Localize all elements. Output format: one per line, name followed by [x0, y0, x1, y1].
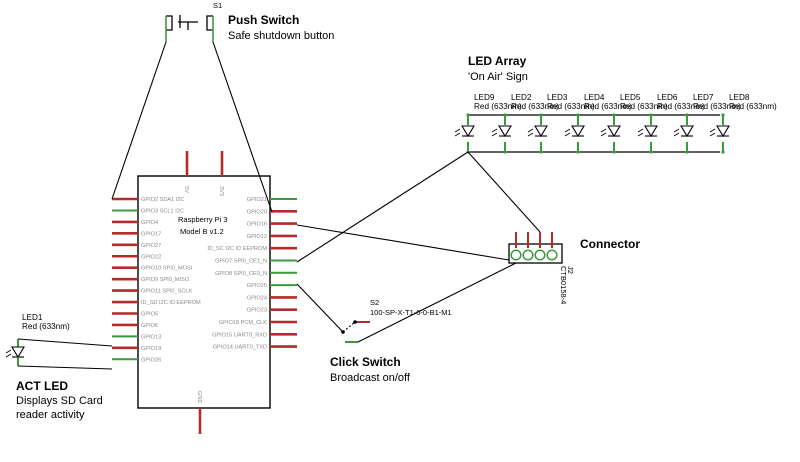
pi-right-pin-label: GPIO14 UART0_TXD: [213, 345, 267, 351]
led-value: Red (633nm): [511, 102, 559, 111]
pi-right-pin-label: GPIO18 PCM_CLK: [219, 320, 267, 326]
wires: [17, 41, 541, 370]
raspberry-pi-module: Raspberry Pi 3 Model B v1.2 5V 3V3 GND G…: [112, 151, 297, 434]
led-ref: LED6: [657, 93, 678, 102]
wire-gpio7-led: [296, 151, 469, 263]
led-value: Red (633nm): [657, 102, 705, 111]
act-led-ref: LED1: [22, 313, 43, 322]
click-switch-subtitle: Broadcast on/off: [330, 372, 411, 384]
pi-left-pin-label: GPIO9 SPI0_MISO: [141, 277, 190, 283]
pi-right-pin-label: GPIO25: [247, 283, 267, 289]
click-switch-title: Click Switch: [330, 355, 401, 369]
led-symbol: [600, 113, 621, 154]
led-ref: LED3: [547, 93, 568, 102]
push-switch-title: Push Switch: [228, 13, 299, 27]
pi-left-pin-label: GPIO11 SPI0_SCLK: [141, 289, 192, 295]
wire-gpio25-switch: [296, 283, 344, 333]
click-switch-part: 100-SP-X-T1-0-0-B1-M1: [370, 308, 452, 317]
pi-left-pin-label: GPIO26: [141, 357, 161, 363]
wire-switch-connector: [357, 262, 517, 343]
click-switch-s2: S2 100-SP-X-T1-0-0-B1-M1 Click Switch Br…: [330, 298, 452, 384]
led-value: Red (633nm): [693, 102, 741, 111]
pi-left-pin-label: GPIO10 SPI0_MOSI: [141, 266, 193, 272]
pi-right-pin-label: GPIO16: [247, 222, 267, 228]
pi-right-pin-label: GPIO21: [247, 197, 267, 203]
led-ref: LED8: [729, 93, 750, 102]
led-ref: LED9: [474, 93, 495, 102]
pi-left-pin-label: GPIO2 SDA1 I2C: [141, 197, 185, 203]
act-led-value: Red (633nm): [22, 322, 70, 331]
led-symbol: [673, 113, 694, 154]
connector-title: Connector: [580, 237, 640, 251]
wire-act-gpio13: [17, 338, 113, 347]
led-value: Red (633nm): [729, 102, 777, 111]
pi-right-pin-label: GPIO23: [247, 308, 267, 314]
pi-left-pin-label: GPIO19: [141, 346, 161, 352]
connector-j2: Connector J2 CTB0158-4: [508, 232, 640, 304]
pi-left-pin-label: GPIO17: [141, 231, 161, 237]
led-value: Red (633nm): [547, 102, 595, 111]
led-symbol: [454, 113, 475, 154]
led-symbol: [527, 113, 548, 154]
led-ref: LED7: [693, 93, 714, 102]
led-ref: LED4: [584, 93, 605, 102]
led-symbol: [491, 113, 512, 154]
pi-left-pin-label: GPIO3 SCL1 I2C: [141, 208, 184, 214]
pi-model: Model B v1.2: [180, 227, 224, 236]
click-switch-ref: S2: [370, 298, 379, 307]
led-ref: LED5: [620, 93, 641, 102]
wire-s1-gpio21: [212, 41, 273, 213]
wire-s1-gpio3: [111, 41, 167, 200]
act-led-title: ACT LED: [16, 379, 68, 393]
pi-right-pin-label: GPIO20: [247, 209, 267, 215]
led-value: Red (633nm): [620, 102, 668, 111]
led-value: Red (633nm): [584, 102, 632, 111]
act-led-subtitle-line1: Displays SD Card: [16, 395, 103, 407]
pi-left-pin-label: ID_SD I2C ID EEPROM: [141, 300, 201, 306]
led-value: Red (633nm): [474, 102, 522, 111]
wire-gpio12-connector: [296, 224, 510, 261]
act-led-subtitle-line2: reader activity: [16, 409, 85, 421]
wire-act-gpio26: [17, 365, 113, 370]
pi-left-pin-label: GPIO13: [141, 334, 161, 340]
push-switch-subtitle: Safe shutdown button: [228, 30, 334, 42]
pi-name: Raspberry Pi 3: [178, 215, 228, 224]
pi-body: [137, 175, 271, 409]
pi-left-pin-label: GPIO22: [141, 254, 161, 260]
pin-3v3-label: 3V3: [218, 186, 224, 196]
pin-5v-label: 5V: [183, 186, 189, 193]
connector-ref: J2: [566, 266, 575, 274]
pi-right-pin-label: ID_SC I2C ID EEPROM: [207, 246, 267, 252]
led-ref: LED2: [511, 93, 532, 102]
pi-right-pin-label: GPIO8 SPI0_CE0_N: [215, 271, 267, 277]
led-symbol: [709, 113, 730, 154]
push-switch-ref: S1: [213, 1, 222, 10]
pi-right-pin-label: GPIO24: [247, 295, 267, 301]
led-symbol: [637, 113, 658, 154]
led-array-subtitle: 'On Air' Sign: [468, 71, 528, 83]
connector-part: CTB0158-4: [559, 266, 568, 304]
act-led: LED1 Red (633nm) ACT LED Displays SD Car…: [5, 313, 103, 421]
pi-right-pin-label: GPIO12: [247, 234, 267, 240]
push-switch-s1: S1 Push Switch Safe shutdown button: [165, 1, 334, 42]
pi-right-pin-label: GPIO15 UART0_RXD: [212, 332, 267, 338]
pin-gnd-label: GND: [196, 391, 202, 403]
wire-led-connector: [467, 151, 541, 233]
led-symbol: [564, 113, 585, 154]
pi-right-pin-label: GPIO7 SPI0_CE1_N: [215, 259, 267, 265]
led-array-title: LED Array: [468, 54, 527, 68]
pi-left-pin-label: GPIO4: [141, 220, 158, 226]
pi-left-pin-label: GPIO6: [141, 323, 158, 329]
pi-left-pin-label: GPIO5: [141, 312, 158, 318]
pi-left-pin-label: GPIO27: [141, 243, 161, 249]
